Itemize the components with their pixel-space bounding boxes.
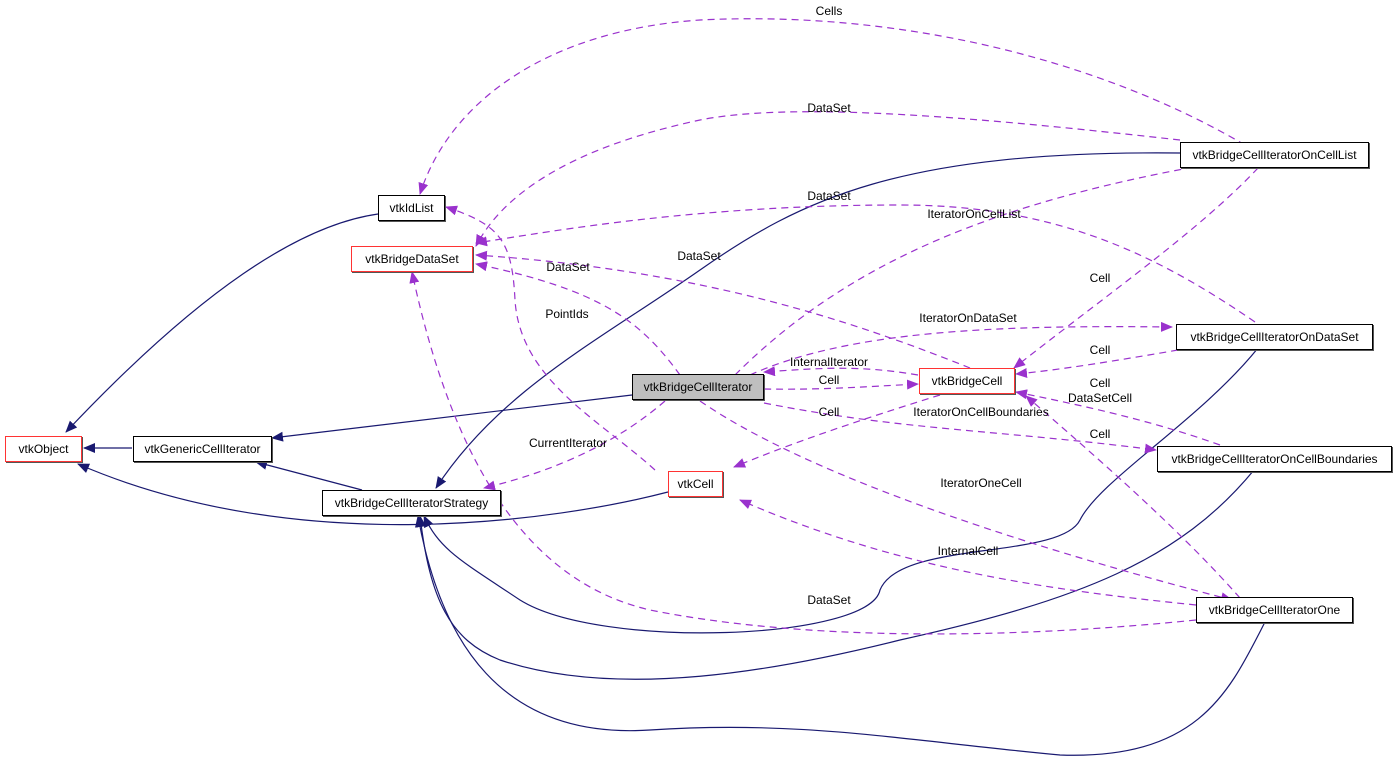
edge-dataset-mid (475, 204, 1256, 323)
edge-label-cell-oncelllist: Cell (1089, 271, 1111, 285)
node-vtkCell[interactable]: vtkCell (668, 471, 723, 497)
edge-label-dataset-one: DataSet (807, 593, 851, 607)
edge-label-internal-cell: InternalCell (937, 544, 999, 558)
edge-label-dataset-mid: DataSet (807, 189, 851, 203)
node-vtkGenericCellIterator[interactable]: vtkGenericCellIterator (133, 436, 272, 462)
edge-dataset-top (475, 111, 1181, 247)
edge-label-dataset-cell: DataSet (677, 249, 721, 263)
edge-label-internal-iterator: InternalIterator (789, 355, 869, 369)
edge-cells (418, 18, 1246, 195)
edge-onboundaries-to-strategy (416, 469, 1255, 680)
edge-pointids (445, 205, 656, 471)
node-vtkBridgeDataSet[interactable]: vtkBridgeDataSet (351, 246, 473, 272)
edge-cell-vtkcell (733, 394, 941, 468)
node-vtkBridgeCellIterator[interactable]: vtkBridgeCellIterator (632, 374, 764, 400)
edge-iter-oncelllist (734, 158, 1223, 376)
edge-oncelllist-to-strategy (435, 152, 1181, 489)
edge-dataset-iter (475, 261, 681, 376)
edge-label-cell-iter: Cell (818, 373, 840, 387)
edge-cell-one (1025, 395, 1241, 599)
edge-dataset-cell (475, 250, 971, 369)
node-vtkObject[interactable]: vtkObject (5, 436, 82, 462)
edge-strategy-to-generic (255, 459, 363, 491)
edge-dataset-one (409, 271, 1197, 635)
edge-internal-cell (739, 499, 1197, 606)
edge-ondataset-to-strategy (423, 347, 1259, 634)
edge-label-cell-ondataset: Cell (1089, 343, 1111, 357)
edge-label-cell-vtkcell: Cell (818, 405, 840, 419)
edge-label-iterator-on-cell-list: IteratorOnCellList (927, 207, 1021, 221)
node-vtkBridgeCellIteratorOne[interactable]: vtkBridgeCellIteratorOne (1196, 597, 1353, 623)
edge-idlist-to-object (65, 213, 379, 433)
edge-cell-ondataset (1015, 349, 1179, 378)
node-vtkBridgeCellIteratorStrategy[interactable]: vtkBridgeCellIteratorStrategy (322, 490, 501, 516)
edge-one-to-strategy (415, 515, 1266, 756)
edge-iterator-to-generic (271, 394, 633, 442)
edge-iterator-one-cell (699, 400, 1233, 603)
node-vtkIdList[interactable]: vtkIdList (378, 195, 445, 221)
edge-label-point-ids: PointIds (545, 307, 589, 321)
edge-internal-iterator (763, 366, 919, 377)
edge-cell-iter (763, 379, 919, 390)
node-vtkBridgeCellIteratorOnDataSet[interactable]: vtkBridgeCellIteratorOnDataSet (1176, 324, 1373, 350)
edge-cell-onboundaries (1015, 389, 1221, 446)
edge-label-cells: Cells (815, 4, 843, 18)
edge-label-current-iterator: CurrentIterator (528, 436, 608, 450)
edge-label-iterator-on-cell-boundaries: IteratorOnCellBoundaries (913, 405, 1049, 419)
edge-current-iterator (483, 400, 666, 491)
edge-label-dataset-iter: DataSet (546, 260, 590, 274)
edge-label-iterator-on-dataset: IteratorOnDataSet (919, 311, 1017, 325)
edge-label-dataset-top: DataSet (807, 101, 851, 115)
node-vtkBridgeCellIteratorOnCellList[interactable]: vtkBridgeCellIteratorOnCellList (1180, 142, 1369, 168)
edge-label-iterator-one-cell: IteratorOneCell (940, 476, 1022, 490)
edge-cell-oncelllist (1013, 167, 1259, 369)
node-vtkBridgeCell[interactable]: vtkBridgeCell (919, 368, 1015, 394)
edge-iter-onboundaries (763, 402, 1157, 454)
edge-label-cell-onboundaries: Cell (1089, 376, 1111, 390)
edge-label-cell-to-boundaries: Cell (1089, 427, 1111, 441)
node-vtkBridgeCellIteratorOnCellBoundaries[interactable]: vtkBridgeCellIteratorOnCellBoundaries (1157, 446, 1392, 472)
edge-label-dataset-cell-one: DataSetCell (1067, 391, 1133, 405)
